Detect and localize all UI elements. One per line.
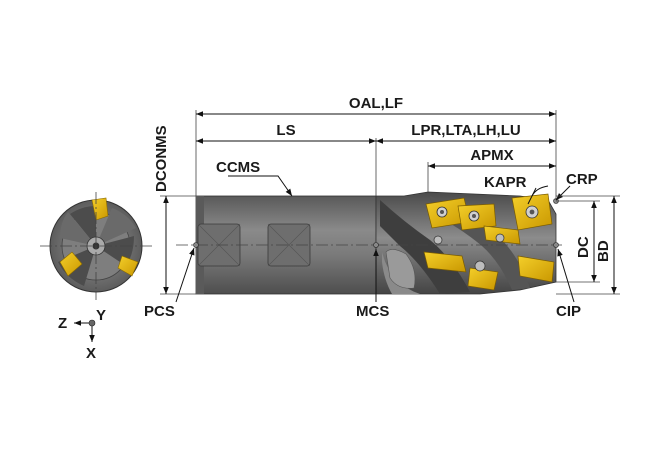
crp-leader [555,185,571,201]
kapr-label: KAPR [484,174,527,191]
end-view-flute [60,212,96,246]
pcs-label: PCS [144,303,175,320]
side-view [176,191,562,295]
end-view [40,192,152,300]
screw [433,235,443,245]
kapr-ref-line [527,187,537,205]
insert [423,251,467,273]
cip-leader [557,248,575,303]
dc-label: DC [575,236,592,258]
end-view-flute [96,208,136,246]
screw [474,260,486,272]
cip-point [553,242,559,248]
mcs-point [373,242,379,248]
screw [495,233,505,243]
x-axis-label: X [86,345,96,362]
end-view-flute [70,206,96,246]
helical-flute [382,252,420,294]
y-axis-label: Y [96,307,106,324]
pcs-leader [175,247,195,303]
end-view-insert [117,255,139,277]
insert [425,197,471,229]
insert [467,267,499,291]
mcs-label: MCS [356,303,389,320]
crp-label: CRP [566,171,598,188]
helical-flute [380,200,470,294]
axis-origin [88,319,96,327]
end-view-insert [59,251,83,277]
ccms-leader [228,175,293,197]
lpr-lta-lh-lu-label: LPR,LTA,LH,LU [411,122,520,139]
wrench-flat-diag [267,223,311,267]
dconms-label: DCONMS [153,125,170,192]
insert [511,193,553,231]
bd-label: BD [595,240,612,262]
pcs-point [193,242,199,248]
ls-label: LS [276,122,295,139]
axis-triad: Z Y X [58,307,106,362]
insert [457,203,497,231]
dimensions: OAL,LF LS LPR,LTA,LH,LU APMX KAPR CRP DC… [144,95,620,320]
oal-lf-label: OAL,LF [349,95,403,112]
apmx-label: APMX [470,147,513,164]
ccms-label: CCMS [216,159,260,176]
insert [517,255,555,283]
chip-pocket [385,249,416,289]
z-axis-label: Z [58,315,67,332]
cip-label: CIP [556,303,581,320]
